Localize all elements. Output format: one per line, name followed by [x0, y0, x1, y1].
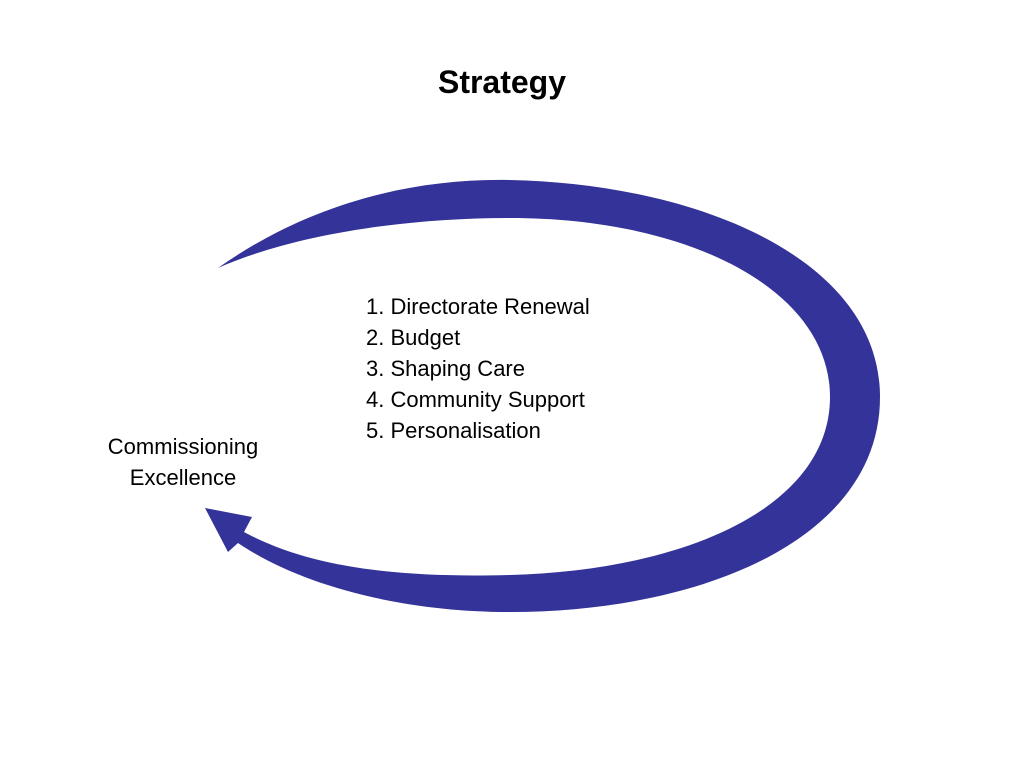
slide-title: Strategy [437, 64, 567, 100]
strategy-steps-list: 1. Directorate Renewal 2. Budget 3. Shap… [366, 291, 590, 446]
strategy-step: 5. Personalisation [366, 418, 541, 443]
strategy-step: 4. Community Support [366, 387, 585, 412]
side-label-line: Excellence [129, 465, 237, 490]
strategy-step: 2. Budget [366, 325, 461, 350]
side-label-line: Commissioning [107, 434, 259, 459]
commissioning-excellence-label: Commissioning Excellence [88, 431, 278, 493]
strategy-step: 3. Shaping Care [366, 356, 525, 381]
strategy-step: 1. Directorate Renewal [366, 294, 590, 319]
